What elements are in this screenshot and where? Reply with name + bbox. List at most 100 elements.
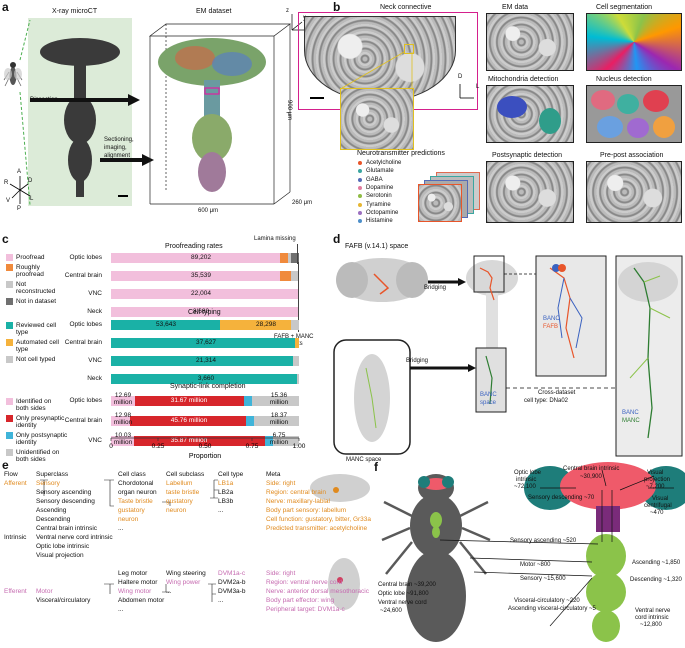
fafb-brain bbox=[336, 258, 428, 302]
cell-seg-title: Cell segmentation bbox=[596, 4, 653, 11]
visual-cent-1: Visual bbox=[652, 496, 669, 502]
superclass-item: Ventral nerve cord intrinsic bbox=[36, 534, 113, 541]
sectioning-label-2: imaging, bbox=[104, 145, 127, 151]
motor: Motor ~800 bbox=[520, 562, 551, 568]
axis-a: A bbox=[17, 169, 22, 175]
bar-segment bbox=[272, 436, 299, 446]
meta-sensory: Cell function: gustatory, bitter, Gr33a bbox=[266, 516, 372, 523]
legend-label: reconstructed bbox=[16, 288, 56, 295]
bar-segment bbox=[291, 320, 299, 330]
row-label: Neck bbox=[87, 375, 102, 382]
zoom-box bbox=[404, 44, 414, 54]
optic-lobe: Optic lobe ~91,800 bbox=[378, 591, 429, 597]
visual-proj-3: ~7,200 bbox=[646, 484, 665, 490]
legend-label: Unidentified on bbox=[16, 449, 60, 456]
x-tick-label: 1.00 bbox=[293, 443, 306, 450]
fafb-tick bbox=[298, 262, 299, 332]
visual-proj-2: projection bbox=[644, 477, 671, 483]
celltype-lb: LB3b bbox=[218, 498, 234, 505]
prepost-title: Pre-post association bbox=[600, 152, 664, 159]
legend-label: identity bbox=[16, 422, 37, 429]
nt-dot bbox=[358, 210, 362, 215]
legend-label: type bbox=[16, 346, 29, 353]
manc-space-label: MANC space bbox=[346, 457, 382, 463]
legend-label: Not bbox=[16, 281, 27, 288]
axis-v: V bbox=[6, 198, 11, 204]
syn-unid-val: 6.75 bbox=[272, 432, 286, 439]
proof-value: 3,680 bbox=[192, 308, 210, 315]
banc-fafb bbox=[466, 255, 518, 352]
legend-label: Not in dataset bbox=[16, 298, 57, 305]
subclass-wing: ... bbox=[166, 588, 172, 595]
celltype-lb: ... bbox=[218, 507, 224, 514]
e-header: Cell class bbox=[118, 471, 146, 478]
cellclass-motor: ... bbox=[118, 606, 124, 613]
meta-sensory: Region: central brain bbox=[266, 489, 326, 496]
type-value: 21,314 bbox=[196, 357, 216, 364]
type-value: 28,298 bbox=[256, 321, 276, 328]
row-label: Central brain bbox=[64, 272, 102, 279]
asc-visc: Ascending visceral-circulatory ~5 bbox=[508, 606, 596, 612]
bar-segment bbox=[111, 320, 221, 330]
meta-motor: Region: ventral nerve cord bbox=[266, 579, 343, 586]
flow-intrinsic: Intrinsic bbox=[4, 534, 27, 541]
meta-motor: Body part effector: wing bbox=[266, 597, 335, 604]
meta-sensory: Body part sensory: labellum bbox=[266, 507, 347, 514]
visc: Visceral-circulatory ~220 bbox=[514, 598, 580, 604]
axis-l: L bbox=[30, 196, 34, 202]
nt-dot bbox=[358, 194, 362, 199]
mito-title: Mitochondria detection bbox=[488, 76, 559, 83]
row-label: Central brain bbox=[64, 417, 102, 424]
nt-dot bbox=[358, 177, 362, 182]
bar-segment bbox=[111, 396, 136, 406]
syn-unid-unit: million bbox=[269, 419, 289, 426]
sens-desc: Sensory descending ~70 bbox=[528, 495, 595, 501]
panel-label-b: b bbox=[333, 0, 341, 14]
cellclass-taste: neuron bbox=[118, 516, 139, 523]
type-value: 3,660 bbox=[197, 375, 215, 382]
panel-label-e: e bbox=[2, 458, 9, 472]
cellclass-motor: Abdomen motor bbox=[118, 597, 165, 604]
sectioning-label-1: Sectioning, bbox=[104, 137, 134, 143]
bar-segment bbox=[111, 356, 294, 366]
banc-space-2: space bbox=[480, 400, 497, 406]
superclass-item: Motor bbox=[36, 588, 53, 595]
dim-width: 600 μm bbox=[198, 208, 219, 214]
neck-em-image bbox=[304, 16, 456, 102]
cross-dataset-2: cell type: DNa02 bbox=[524, 398, 569, 404]
e-header: Cell type bbox=[218, 471, 244, 478]
syn-both-unit: million bbox=[113, 399, 133, 406]
vnc-intrinsic-2: cord intrinsic bbox=[635, 615, 669, 621]
type-value: 53,643 bbox=[156, 321, 176, 328]
superclass-item: Central brain intrinsic bbox=[36, 525, 98, 532]
bar-segment bbox=[135, 396, 245, 406]
nt-name: Serotonin bbox=[366, 193, 392, 200]
mini-brain-icon bbox=[310, 474, 370, 502]
meta-motor: Side: right bbox=[266, 570, 296, 577]
meta-sensory: Predicted transmitter: acetylcholine bbox=[266, 525, 368, 532]
cellclass-dots: ... bbox=[118, 525, 124, 532]
panel-d-drawing bbox=[333, 255, 683, 457]
axis-z: z bbox=[286, 8, 289, 14]
xray-cns bbox=[40, 38, 120, 197]
cellclass-chordotonal-1: Chordotonal bbox=[118, 480, 154, 487]
subclass-labellum: Labellum bbox=[166, 480, 193, 487]
panel-label-c: c bbox=[2, 232, 9, 246]
syn-unid-unit: million bbox=[269, 399, 289, 406]
e-header: Meta bbox=[266, 471, 281, 478]
nt-name: Dopamine bbox=[366, 184, 394, 191]
superclass-item: Ascending bbox=[36, 507, 67, 514]
meta-motor: Nerve: anterior dorsal mesothoracic bbox=[266, 588, 369, 595]
subclass-wing: Wing steering bbox=[166, 570, 206, 577]
syn-both-val: 12.69 bbox=[114, 392, 132, 399]
cell-seg-image bbox=[586, 13, 682, 71]
mito-image bbox=[486, 85, 574, 143]
legend-label: identity bbox=[16, 439, 37, 446]
row-label: Central brain bbox=[64, 339, 102, 346]
nt-dot bbox=[358, 219, 362, 224]
superclass-item: Visual projection bbox=[36, 552, 84, 559]
bar-segment bbox=[111, 289, 299, 299]
em-cns bbox=[158, 38, 266, 192]
nt-dot bbox=[358, 161, 362, 165]
xray-title: X-ray microCT bbox=[52, 8, 98, 15]
